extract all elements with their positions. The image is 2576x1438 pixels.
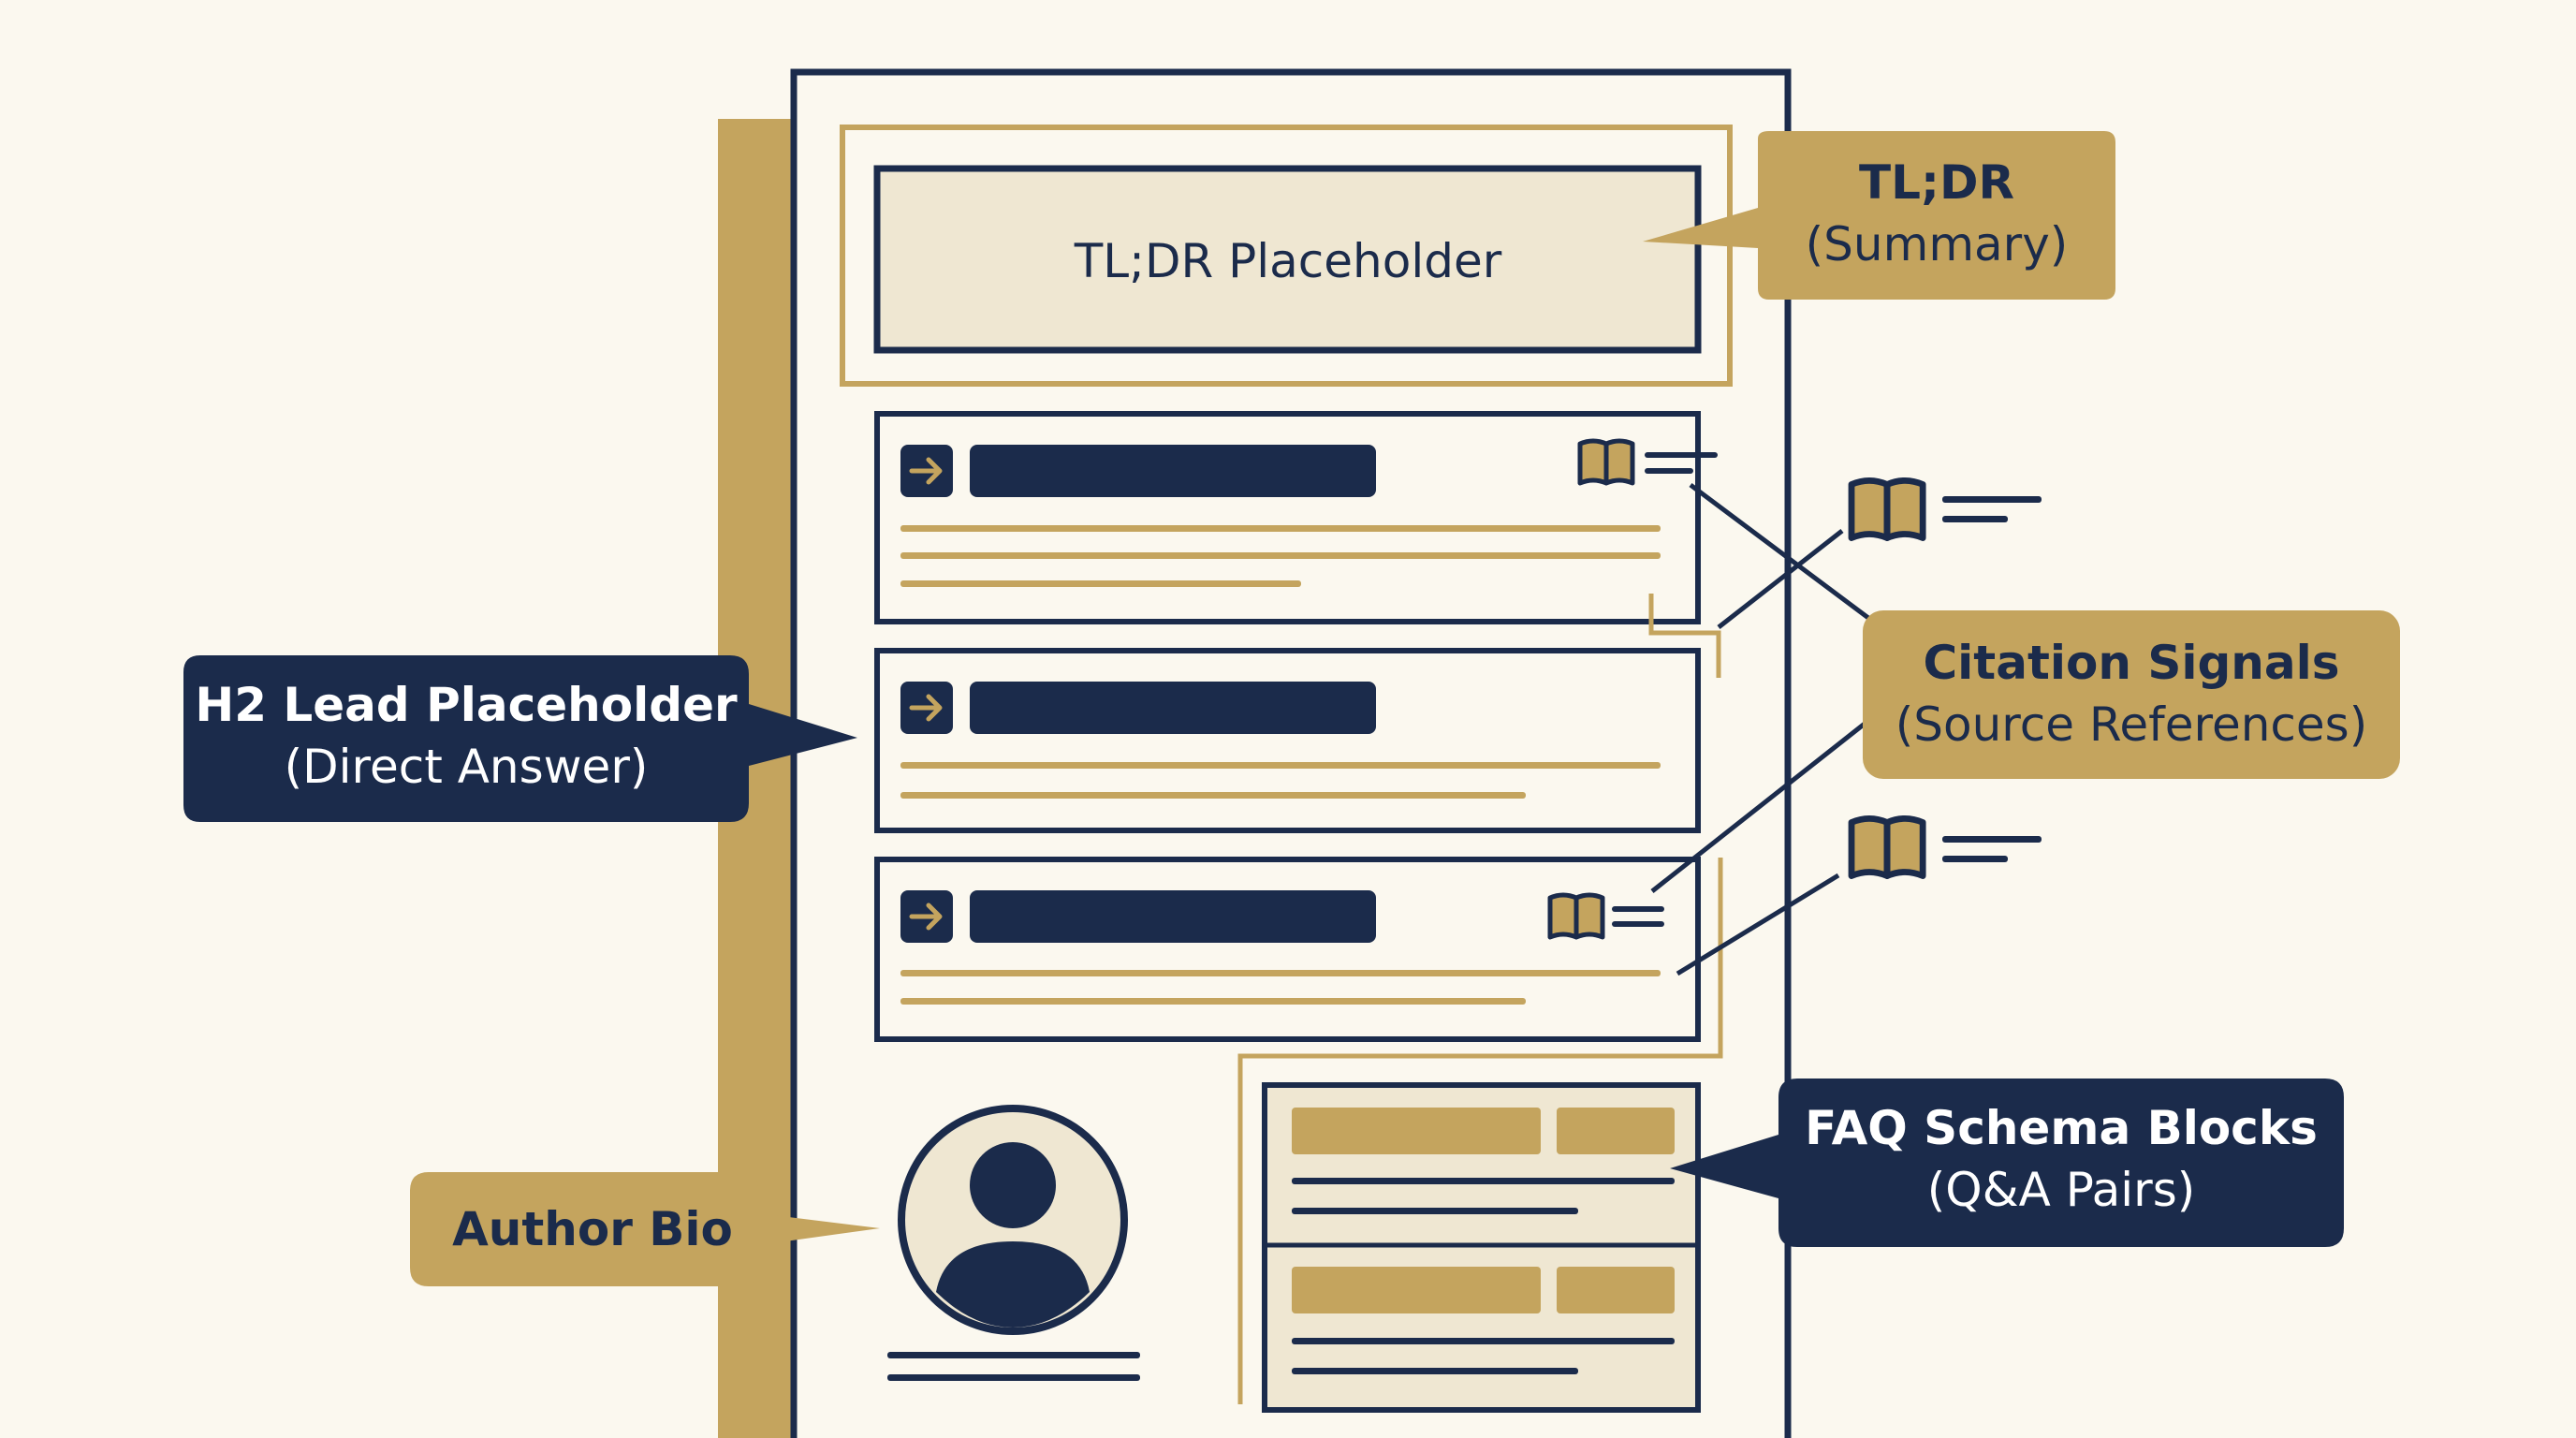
- open-book-icon: [1550, 895, 1603, 937]
- author-avatar: [887, 1105, 1140, 1381]
- tldr-callout: TL;DR (Summary): [1643, 131, 2115, 300]
- faq-question-bar: [1557, 1267, 1675, 1313]
- section-heading-bar: [970, 890, 1376, 943]
- text-line: [900, 792, 1526, 799]
- content-section-1: [874, 411, 1718, 636]
- faq-callout-title: FAQ Schema Blocks: [1805, 1101, 2318, 1155]
- text-line: [900, 552, 1661, 559]
- faq-callout-subtitle: (Q&A Pairs): [1927, 1163, 2196, 1217]
- faq-schema-block: [1262, 1082, 1701, 1413]
- author-callout-label: Author Bio: [452, 1202, 733, 1256]
- section-heading-bar: [970, 682, 1376, 734]
- tldr-box: [873, 165, 1702, 354]
- text-line: [900, 580, 1301, 587]
- faq-question-bar: [1292, 1108, 1541, 1154]
- open-book-icon: [1580, 441, 1632, 483]
- tldr-callout-title: TL;DR: [1859, 155, 2014, 210]
- content-section-2: [874, 630, 1721, 833]
- citation-signals-callout: Citation Signals (Source References): [1863, 610, 2400, 779]
- tldr-outer-frame: [840, 125, 1733, 387]
- tldr-placeholder-text: TL;DR Placeholder: [1074, 234, 1502, 288]
- faq-question-bar: [1292, 1267, 1541, 1313]
- arrow-right-icon: [900, 445, 953, 497]
- person-avatar-icon: [970, 1142, 1056, 1228]
- author-text-line: [887, 1352, 1140, 1358]
- text-line: [900, 762, 1661, 769]
- faq-answer-line: [1292, 1178, 1675, 1184]
- author-bio-callout: Author Bio: [410, 1172, 880, 1286]
- arrow-right-icon: [900, 890, 953, 943]
- open-book-icon: [1852, 818, 1923, 875]
- h2-callout-subtitle: (Direct Answer): [285, 740, 649, 794]
- citation-connector-lines: [1650, 482, 1874, 976]
- faq-answer-line: [1292, 1368, 1578, 1374]
- faq-answer-line: [1292, 1208, 1578, 1214]
- h2-lead-callout: H2 Lead Placeholder (Direct Answer): [183, 655, 857, 822]
- faq-answer-line: [1292, 1338, 1675, 1344]
- citation-callout-subtitle: (Source References): [1895, 697, 2367, 752]
- text-line: [900, 970, 1661, 976]
- section-heading-bar: [970, 445, 1376, 497]
- text-line: [900, 998, 1526, 1005]
- h2-callout-title: H2 Lead Placeholder: [195, 678, 738, 732]
- open-book-icon: [1852, 480, 1923, 537]
- faq-question-bar: [1557, 1108, 1675, 1154]
- arrow-right-icon: [900, 682, 953, 734]
- faq-callout: FAQ Schema Blocks (Q&A Pairs): [1670, 1078, 2344, 1247]
- citation-callout-title: Citation Signals: [1923, 636, 2339, 690]
- content-section-3: [874, 857, 1723, 1404]
- author-text-line: [887, 1374, 1140, 1381]
- text-line: [900, 525, 1661, 532]
- tldr-callout-subtitle: (Summary): [1806, 217, 2069, 271]
